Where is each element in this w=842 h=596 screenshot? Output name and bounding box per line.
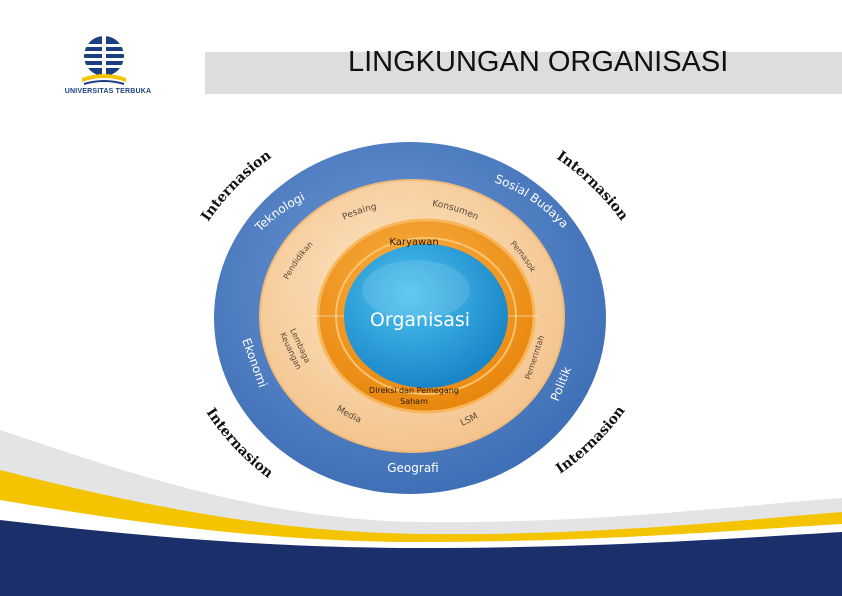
core-label: Organisasi bbox=[370, 309, 470, 331]
direksi-label-line2: Saham bbox=[400, 397, 428, 406]
title-bar bbox=[205, 52, 842, 94]
universitas-terbuka-logo bbox=[82, 36, 126, 85]
karyawan-label: Karyawan bbox=[389, 237, 438, 248]
geografi-label: Geografi bbox=[387, 461, 439, 475]
core-circle bbox=[344, 244, 508, 388]
direksi-label-line1: Direksi dan Pemegang bbox=[369, 386, 459, 395]
logo-text: UNIVERSITAS TERBUKA bbox=[64, 88, 152, 95]
slide-title: LINGKUNGAN ORGANISASI bbox=[348, 46, 729, 78]
